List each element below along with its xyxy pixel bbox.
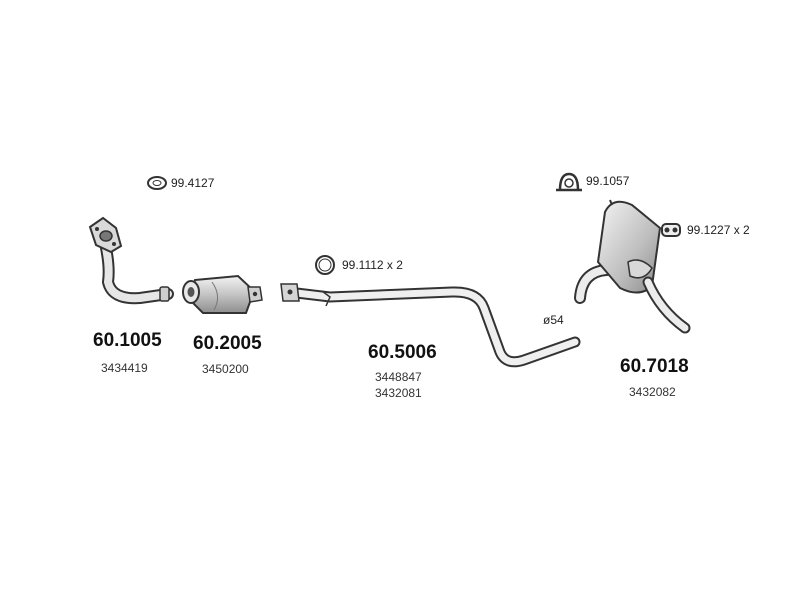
oe-number: 3434419 — [101, 361, 148, 375]
pipe-diameter-label: ø54 — [543, 313, 564, 327]
part-number: 60.5006 — [368, 342, 437, 363]
front-pipe-60-1005 — [88, 216, 174, 305]
hanger-number: 99.1227 x 2 — [687, 223, 750, 237]
oe-number: 3450200 — [202, 362, 249, 376]
gasket-icon — [147, 176, 167, 190]
u-clamp-icon — [556, 172, 582, 192]
rubber-hanger-icon — [661, 223, 681, 237]
middle-pipe-60-5006 — [280, 283, 581, 368]
part-number: 60.2005 — [193, 333, 262, 354]
converter-60-2005 — [182, 274, 263, 314]
clamp-ring-icon — [315, 255, 335, 275]
oe-number: 3432081 — [375, 386, 422, 400]
clamp-number: 99.1112 x 2 — [342, 258, 403, 272]
oe-number: 3432082 — [629, 385, 676, 399]
gasket-number: 99.4127 — [171, 176, 215, 190]
oe-number: 3448847 — [375, 370, 422, 384]
rear-silencer-60-7018 — [574, 199, 691, 334]
u-clamp-number: 99.1057 — [586, 174, 630, 188]
part-number: 60.1005 — [93, 330, 162, 351]
part-number: 60.7018 — [620, 356, 689, 377]
